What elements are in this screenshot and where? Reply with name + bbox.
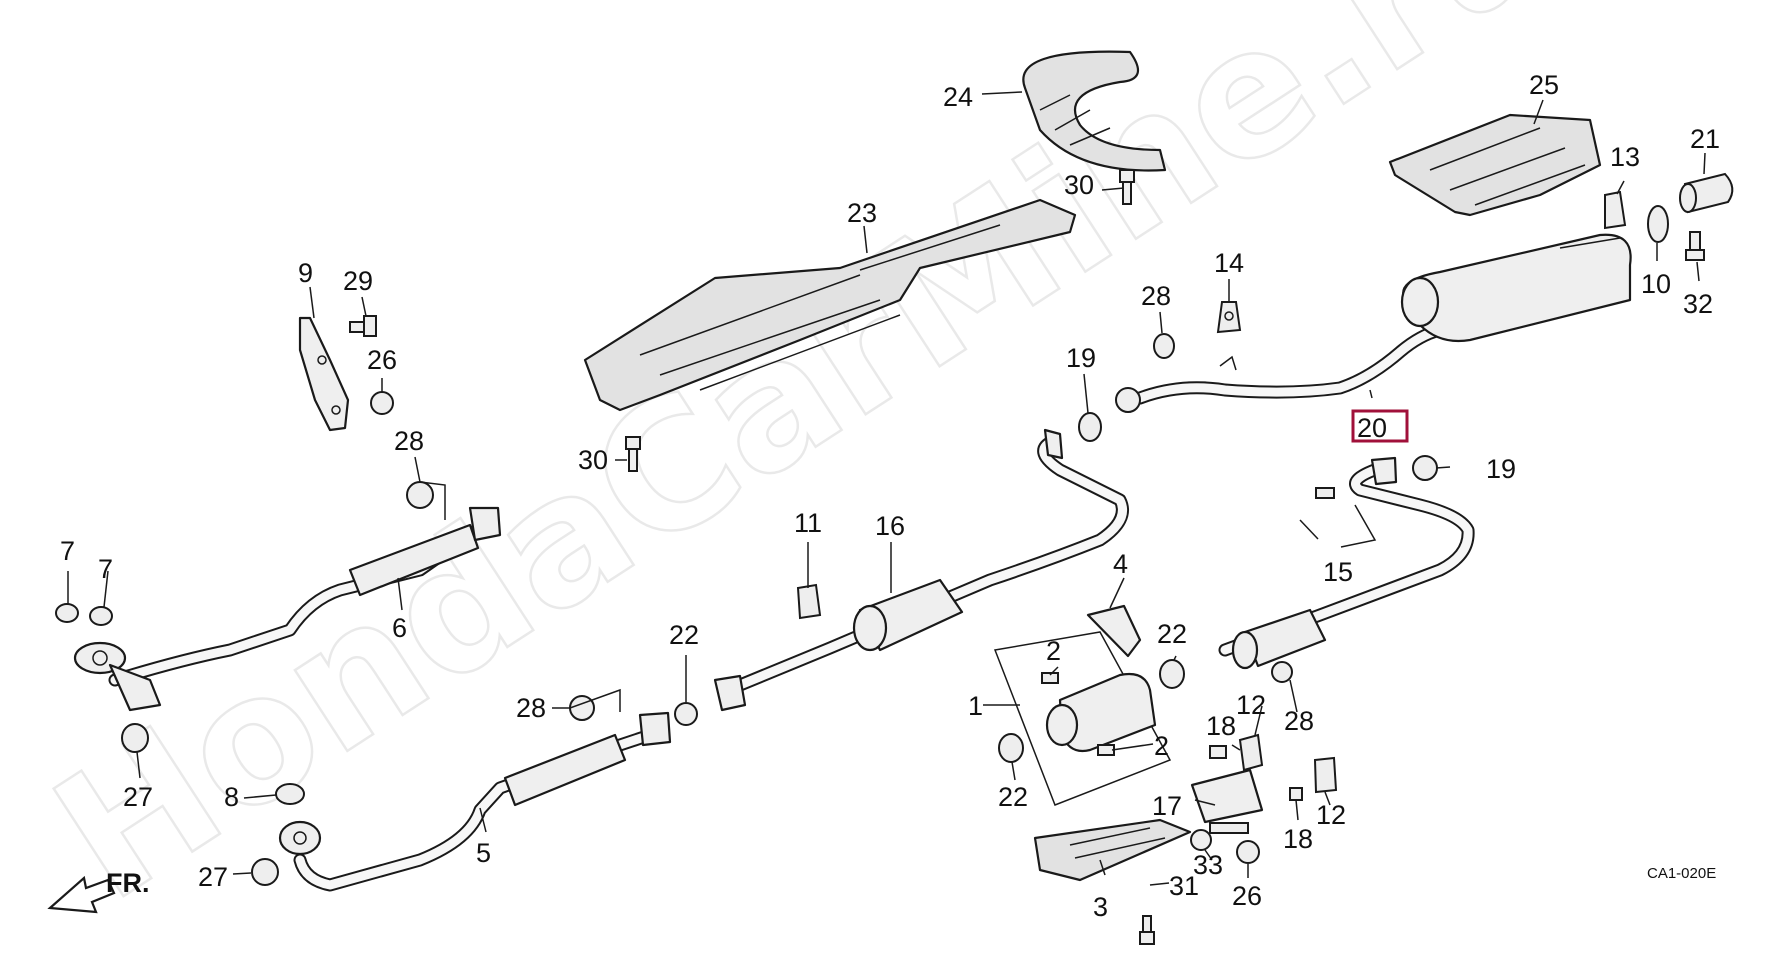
callout-4[interactable]: 4 [1113, 549, 1128, 579]
part-2-bolt-lower[interactable] [1097, 744, 1115, 756]
callout-25[interactable]: 25 [1529, 70, 1559, 100]
callout-3[interactable]: 3 [1093, 892, 1108, 922]
part-20-muffler[interactable] [1115, 233, 1632, 413]
callout-27-upper[interactable]: 27 [123, 782, 153, 812]
part-bolt-15[interactable] [1315, 487, 1335, 499]
part-26-nut-lower[interactable] [1236, 840, 1260, 864]
callout-5[interactable]: 5 [476, 838, 491, 868]
part-29-bolt[interactable] [349, 315, 377, 337]
callout-30-upper[interactable]: 30 [1064, 170, 1094, 200]
callout-28-lower-right[interactable]: 28 [1284, 706, 1314, 736]
part-28-nut-upper-right[interactable] [1153, 333, 1175, 359]
callout-19-lower[interactable]: 19 [1486, 454, 1516, 484]
callout-labels: 24 30 23 30 25 13 21 10 32 14 28 19 20 1… [60, 70, 1720, 922]
callout-30-lower[interactable]: 30 [578, 445, 608, 475]
callout-8[interactable]: 8 [224, 782, 239, 812]
part-32-bolt[interactable] [1685, 231, 1705, 261]
callout-24[interactable]: 24 [943, 82, 973, 112]
part-5-front-pipe[interactable] [278, 695, 698, 892]
part-18-bushing-lower[interactable] [1289, 787, 1303, 801]
callout-10[interactable]: 10 [1641, 269, 1671, 299]
callout-29[interactable]: 29 [343, 266, 373, 296]
callout-28-mid[interactable]: 28 [516, 693, 546, 723]
callout-6[interactable]: 6 [392, 613, 407, 643]
front-label: FR. [106, 868, 150, 898]
callout-28-upper-right[interactable]: 28 [1141, 281, 1171, 311]
callout-32[interactable]: 32 [1683, 289, 1713, 319]
callout-18-lower[interactable]: 18 [1283, 824, 1313, 854]
callout-31[interactable]: 31 [1169, 871, 1199, 901]
callout-21[interactable]: 21 [1690, 124, 1720, 154]
part-22-gasket-lower[interactable] [998, 733, 1024, 763]
front-arrow-icon [47, 875, 116, 914]
part-33-bolt[interactable] [1190, 822, 1249, 851]
part-14-rubber-mount[interactable] [1216, 301, 1242, 334]
part-10-gasket[interactable] [1647, 205, 1669, 243]
callout-23[interactable]: 23 [847, 198, 877, 228]
part-21-clamp[interactable] [1679, 172, 1734, 214]
callout-26-upper[interactable]: 26 [367, 345, 397, 375]
part-8-gasket[interactable] [275, 783, 305, 805]
callout-12-lower[interactable]: 12 [1316, 800, 1346, 830]
part-30-bolt-lower[interactable] [625, 436, 641, 472]
part-2-bolt-upper[interactable] [1041, 672, 1059, 684]
part-11-hanger[interactable] [796, 583, 822, 620]
callout-15[interactable]: 15 [1323, 557, 1353, 587]
callout-13[interactable]: 13 [1610, 142, 1640, 172]
callout-7-right[interactable]: 7 [98, 554, 113, 584]
callout-1[interactable]: 1 [968, 691, 983, 721]
part-1-assembly[interactable] [993, 631, 1172, 806]
callout-2-lower[interactable]: 2 [1154, 731, 1169, 761]
part-22-gasket-mid[interactable] [1159, 659, 1185, 689]
callout-19-upper[interactable]: 19 [1066, 343, 1096, 373]
callout-12-upper[interactable]: 12 [1236, 690, 1266, 720]
leader-lines [67, 91, 1706, 886]
callout-17[interactable]: 17 [1152, 791, 1182, 821]
callout-22-left[interactable]: 22 [669, 620, 699, 650]
part-19-gasket-upper[interactable] [1078, 412, 1102, 442]
drawing-code: CA1-020E [1647, 865, 1716, 882]
callout-22-lower[interactable]: 22 [998, 782, 1028, 812]
part-18-bushing-upper[interactable] [1209, 745, 1227, 759]
part-12-mount-lower[interactable] [1313, 756, 1338, 794]
part-28-nut-mid-right[interactable] [1271, 661, 1293, 683]
part-27-nut-lower[interactable] [251, 858, 279, 886]
part-13-hanger[interactable] [1604, 190, 1627, 230]
part-3-heat-shield[interactable] [1033, 818, 1192, 882]
callout-2-upper[interactable]: 2 [1046, 636, 1061, 666]
part-19-gasket-lower[interactable] [1412, 455, 1438, 481]
part-27-nut-upper[interactable] [121, 723, 149, 753]
callout-26-lower[interactable]: 26 [1232, 881, 1262, 911]
part-4-bracket[interactable] [1086, 604, 1142, 658]
front-direction-marker: FR. [47, 868, 150, 914]
callout-27-lower[interactable]: 27 [198, 862, 228, 892]
part-20-highlight [1351, 409, 1409, 443]
part-12-mount-upper[interactable] [1238, 733, 1264, 772]
part-7-gaskets[interactable] [55, 603, 113, 626]
part-6-front-pipe[interactable] [73, 481, 502, 712]
callout-11[interactable]: 11 [794, 508, 822, 538]
callout-18-upper[interactable]: 18 [1206, 711, 1236, 741]
callout-16[interactable]: 16 [875, 511, 905, 541]
callout-20[interactable]: 20 [1357, 413, 1387, 443]
part-30-bolt-upper[interactable] [1119, 169, 1135, 205]
part-15-middle-pipe[interactable] [1218, 456, 1475, 670]
callout-33[interactable]: 33 [1193, 850, 1223, 880]
part-31-bolt[interactable] [1139, 915, 1155, 945]
callout-28-left[interactable]: 28 [394, 426, 424, 456]
callout-14[interactable]: 14 [1214, 248, 1244, 278]
part-25-heat-shield[interactable] [1388, 113, 1602, 217]
callout-7-left[interactable]: 7 [60, 536, 75, 566]
callout-9[interactable]: 9 [298, 258, 313, 288]
part-17-bracket[interactable] [1190, 768, 1264, 824]
watermark: HondaCarMine.ru [21, 0, 1585, 940]
part-9-bracket[interactable] [298, 316, 350, 432]
part-23-heat-shield[interactable] [583, 198, 1077, 412]
part-26-nut-upper[interactable] [370, 391, 394, 415]
part-16-catalytic-converter[interactable] [713, 428, 1129, 712]
callout-22-mid[interactable]: 22 [1157, 619, 1187, 649]
